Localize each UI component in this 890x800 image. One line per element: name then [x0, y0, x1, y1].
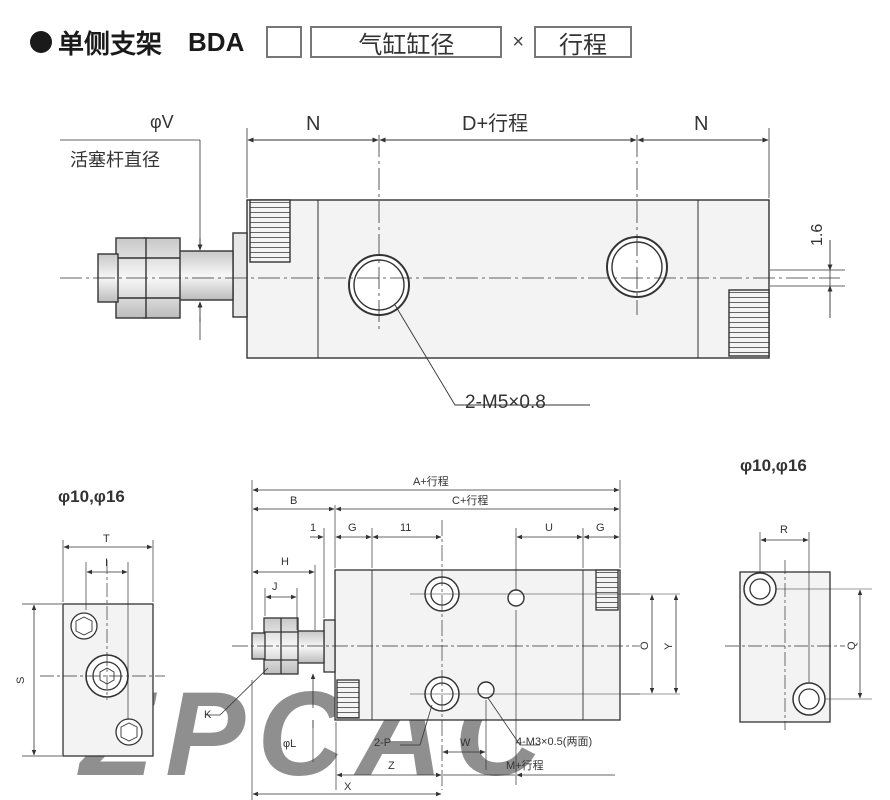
code-box-stroke: 行程	[534, 26, 633, 59]
end-flange	[232, 232, 248, 318]
label-two-p: 2-P	[374, 737, 391, 749]
knurled-knob-lower	[728, 289, 770, 357]
label-m3: 4-M3×0.5(两面)	[516, 736, 592, 748]
label-z: Z	[388, 760, 395, 772]
label-1-6: 1.6	[809, 224, 826, 246]
label-a-stroke: A+行程	[413, 475, 449, 488]
label-phi-l: φL	[283, 738, 296, 750]
label-s: S	[15, 677, 27, 684]
piston-rod	[177, 250, 234, 301]
left-view-title: φ10,φ16	[58, 487, 125, 506]
page-title: 单侧支架	[58, 29, 163, 60]
label-b: B	[290, 495, 297, 507]
label-i: I	[105, 557, 108, 569]
left-view	[22, 540, 165, 757]
label-n-left: N	[306, 113, 320, 135]
knurled-knob-upper	[249, 199, 291, 263]
label-phi-v: φV	[150, 112, 174, 132]
label-d-stroke: D+行程	[462, 112, 528, 135]
times-sign: ×	[512, 30, 525, 53]
label-o: O	[639, 641, 651, 650]
right-view	[725, 532, 872, 730]
label-one: 1	[310, 522, 316, 534]
label-g-right: G	[596, 522, 605, 534]
label-y: Y	[663, 642, 675, 650]
label-r: R	[780, 524, 788, 536]
front-view	[205, 480, 680, 800]
bracket-body	[246, 199, 770, 359]
title-bar: 单侧支架 BDA 气缸缸径 × 行程	[30, 22, 633, 62]
label-h: H	[281, 556, 289, 568]
label-c-stroke: C+行程	[452, 494, 488, 507]
label-callout-m5: 2-M5×0.8	[465, 392, 546, 413]
label-eleven: 11	[400, 522, 411, 534]
label-g-left: G	[348, 522, 357, 534]
code-box-blank	[266, 26, 303, 58]
label-x: X	[344, 781, 352, 793]
label-q: Q	[846, 641, 858, 650]
label-t: T	[103, 533, 110, 545]
label-n-right: N	[694, 113, 708, 135]
right-view-title: φ10,φ16	[740, 456, 807, 475]
label-j: J	[272, 581, 278, 593]
code-box-bore: 气缸缸径	[310, 26, 503, 59]
label-m-stroke: M+行程	[506, 759, 544, 772]
label-u: U	[545, 522, 553, 534]
bullet-icon	[30, 31, 52, 53]
label-rod-diameter: 活塞杆直径	[70, 150, 160, 170]
top-view	[60, 128, 845, 406]
model-code: BDA	[188, 26, 245, 57]
label-k: K	[204, 709, 212, 721]
label-w: W	[460, 737, 471, 749]
